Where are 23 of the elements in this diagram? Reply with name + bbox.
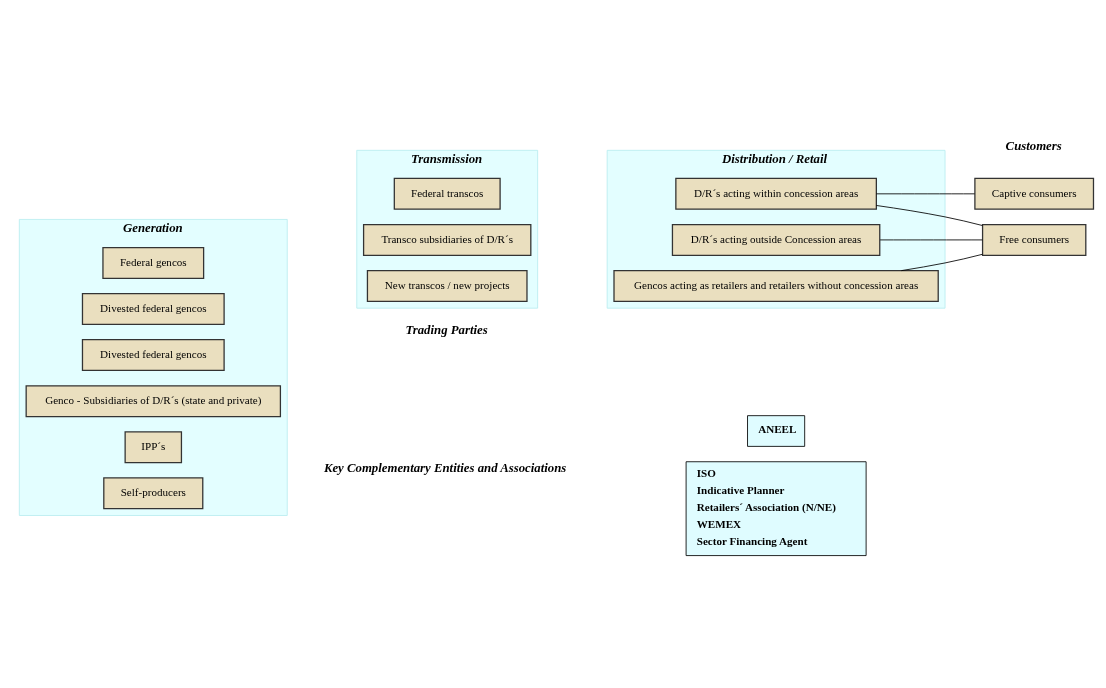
node-box: Transco subsidiaries of D/R´s (362, 223, 532, 256)
node-box: Divested federal gencos (81, 293, 225, 325)
connector (876, 193, 976, 195)
node-box: New transcos / new projects (366, 270, 528, 302)
node-box: ANEEL (747, 415, 806, 447)
node-box: Captive consumers (974, 177, 1095, 210)
node-box: IPP´s (124, 431, 183, 464)
connector (900, 253, 983, 272)
label: Customers (1005, 138, 1062, 153)
node-box: Self-producers (103, 477, 204, 510)
node-box: Free consumers (981, 223, 1087, 256)
node-box: D/R´s acting outside Concession areas (671, 223, 881, 256)
label: Key Complementary Entities and Associations (323, 461, 567, 476)
node-box: Divested federal gencos (81, 339, 225, 372)
node-box: Genco - Subsidiaries of D/R´s (state and private) (25, 385, 282, 418)
label: Trading Parties (405, 323, 488, 338)
node-box: ISO Indicative Planner Retailers´ Association (N/NE) WEMEX Sector Financing Agent (685, 461, 867, 556)
connector (875, 205, 983, 226)
node-box: Federal gencos (102, 246, 205, 279)
node-box: Federal transcos (393, 177, 501, 210)
node-box: D/R´s acting within concession areas (675, 177, 877, 210)
connector (879, 239, 983, 241)
node-box: Gencos acting as retailers and retailers without concession areas (613, 270, 939, 302)
